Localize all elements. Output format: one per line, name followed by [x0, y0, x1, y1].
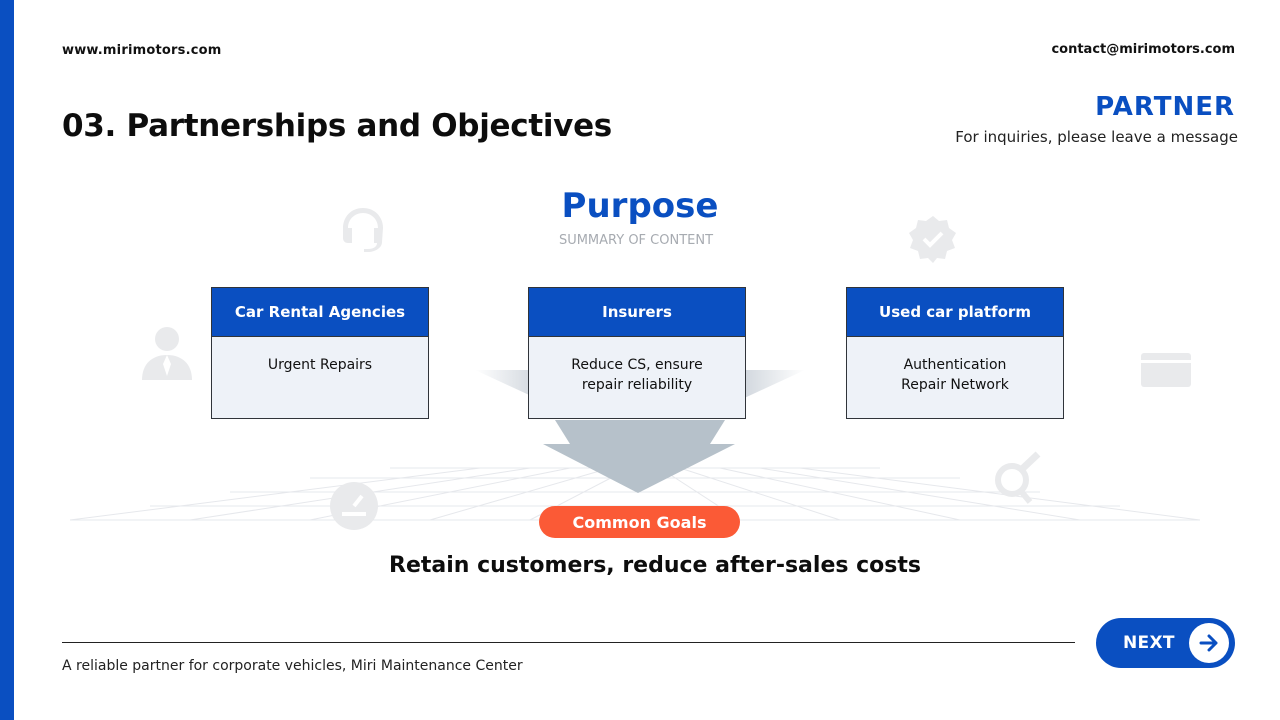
card-body: Urgent Repairs — [212, 337, 428, 375]
card-body: Reduce CS, ensure repair reliability — [529, 337, 745, 395]
card-line: Authentication — [903, 357, 1007, 373]
site-url[interactable]: www.mirimotors.com — [62, 43, 222, 58]
speedometer-icon — [330, 482, 378, 530]
footer-divider — [62, 642, 1075, 643]
search-icon — [995, 451, 1041, 504]
purpose-title: Purpose — [561, 186, 719, 226]
common-goal-statement: Retain customers, reduce after-sales cos… — [389, 553, 921, 578]
brand-word: PARTNER — [1095, 92, 1235, 122]
next-button[interactable]: NEXT — [1096, 618, 1235, 668]
card-body: Authentication Repair Network — [847, 337, 1063, 395]
common-goals-badge: Common Goals — [539, 506, 740, 538]
partner-card-car-rental: Car Rental Agencies Urgent Repairs — [211, 287, 429, 419]
card-title: Insurers — [529, 288, 745, 337]
arrow-right-icon — [1199, 634, 1218, 652]
partner-card-used-car-platform: Used car platform Authentication Repair … — [846, 287, 1064, 419]
card-title: Used car platform — [847, 288, 1063, 337]
card-line: Urgent Repairs — [267, 357, 373, 373]
headset-icon — [343, 208, 383, 252]
verified-badge-icon — [909, 216, 956, 263]
card-line: Reduce CS, ensure — [571, 357, 703, 373]
page-title: 03. Partnerships and Objectives — [62, 108, 612, 144]
contact-email[interactable]: contact@mirimotors.com — [1051, 42, 1235, 57]
next-button-label: NEXT — [1123, 633, 1175, 653]
footer-tagline: A reliable partner for corporate vehicle… — [62, 658, 523, 674]
card-line: repair reliability — [581, 377, 693, 393]
next-arrow-circle — [1189, 623, 1229, 663]
funnel-arrow-decoration — [475, 370, 805, 493]
card-line: Repair Network — [901, 377, 1009, 393]
brand-subtitle: For inquiries, please leave a message — [955, 128, 1238, 146]
partner-card-insurers: Insurers Reduce CS, ensure repair reliab… — [528, 287, 746, 419]
left-accent-bar — [0, 0, 14, 720]
purpose-subtitle: SUMMARY OF CONTENT — [558, 233, 714, 248]
person-icon — [142, 327, 192, 380]
card-title: Car Rental Agencies — [212, 288, 428, 337]
browser-window-icon — [1141, 353, 1191, 387]
